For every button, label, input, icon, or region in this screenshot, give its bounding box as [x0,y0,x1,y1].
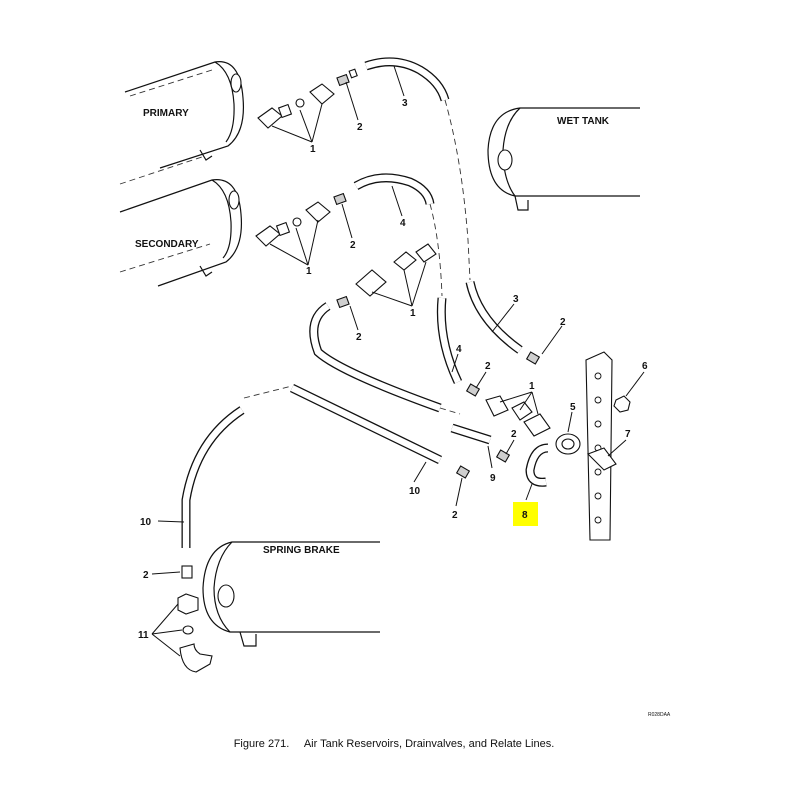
callout-7: 7 [625,429,631,440]
mounting-bracket [585,351,613,541]
highlight-box [513,502,538,526]
primary-tank [119,61,245,185]
drawing-code: R028DAA [648,712,671,718]
callout-11: 11 [138,630,149,641]
callout-2: 2 [452,510,458,521]
callout-4: 4 [456,344,462,355]
secondary-tank-label: SECONDARY [135,239,199,250]
callout-9: 9 [490,473,496,484]
callout-numbers: 1 2 3 1 2 4 1 2 3 2 4 2 1 5 6 7 2 9 10 2… [138,98,648,641]
callout-3: 3 [402,98,408,109]
callout-2: 2 [511,429,517,440]
wet-tank-label: WET TANK [557,116,610,127]
figure-title: Air Tank Reservoirs, Drainvalves, and Re… [303,738,555,750]
callout-10: 10 [140,517,152,528]
callout-6: 6 [642,361,648,372]
figure-caption: Figure 271. Air Tank Reservoirs, Drainva… [0,738,800,750]
callout-10: 10 [409,486,421,497]
callout-1: 1 [306,266,312,277]
callout-4: 4 [400,218,406,229]
secondary-tank [119,179,243,287]
primary-tank-label: PRIMARY [143,108,189,119]
fittings [177,68,631,673]
callout-2: 2 [485,361,491,372]
callout-leaders [151,65,645,657]
hoses [181,57,549,548]
callout-1: 1 [310,144,316,155]
callout-2: 2 [560,317,566,328]
callout-2: 2 [356,332,362,343]
callout-2: 2 [350,240,356,251]
callout-8: 8 [522,510,528,521]
highlighted-callout-8: 8 [513,502,538,526]
callout-1: 1 [410,308,416,319]
spring-brake-tank-label: SPRING BRAKE [263,545,340,556]
callout-2: 2 [143,570,149,581]
figure-number: Figure 271. [233,738,290,750]
spring-brake-tank [202,541,380,647]
callout-1: 1 [529,381,535,392]
wet-tank [487,107,640,211]
callout-2: 2 [357,122,363,133]
callout-5: 5 [570,402,576,413]
callout-3: 3 [513,294,519,305]
